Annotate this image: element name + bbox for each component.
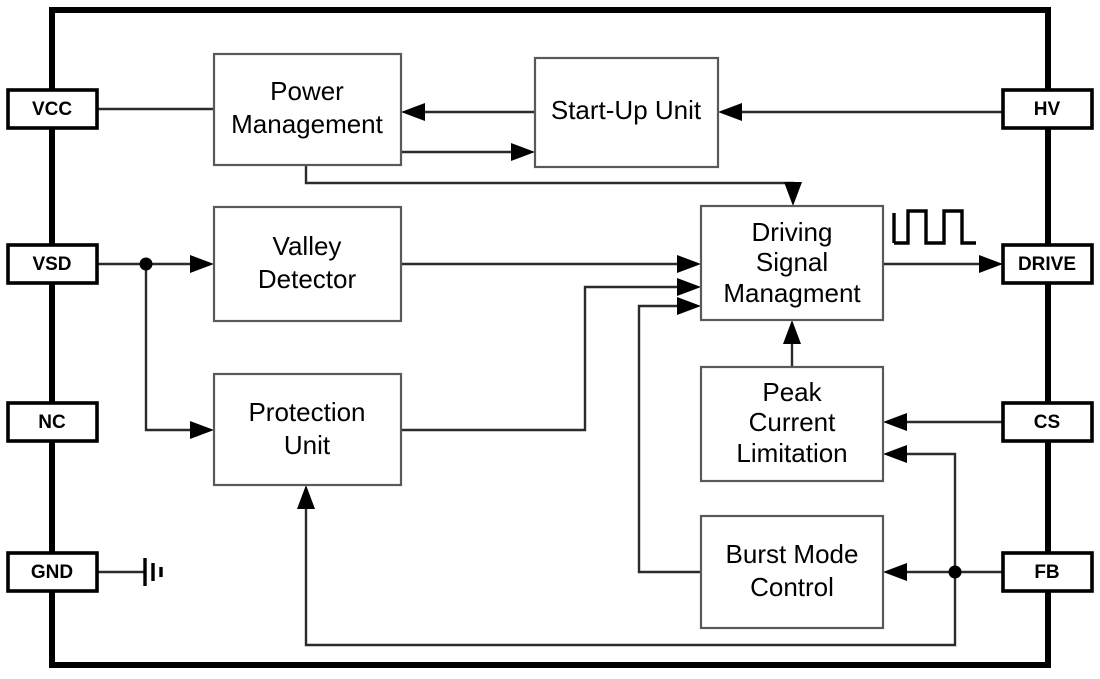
pin-vcc-label: VCC [32,99,72,120]
block-driving-signal-managment-label-line-1: Driving [752,217,833,247]
block-protection-unit-label-line-2: Unit [284,430,331,460]
block-burst-mode-control-label-line-2: Control [750,572,834,602]
block-driving-signal-managment[interactable]: Driving Signal Managment [699,204,885,322]
arrowhead-fb-to-protection-unit [297,485,315,509]
pin-gnd[interactable]: GND [6,551,99,593]
pulse-waveform-icon [894,209,976,245]
block-peak-current-limitation-rect [699,365,885,483]
block-start-up-unit-label: Start-Up Unit [551,95,702,125]
arrowhead-vsd-to-valley-detector [190,255,214,273]
arrowhead-vsd-to-protection-unit [190,421,214,439]
arrowhead-startup-to-power-management [401,103,425,121]
block-start-up-unit-rect [533,56,720,169]
junction-vsd [139,257,153,271]
wire-vsd-to-protection-unit [144,264,193,432]
block-valley-detector-rect [212,205,403,323]
block-valley-detector-label-line-1: Valley [273,231,342,261]
pin-nc-rect [6,401,99,443]
arrowhead-power-management-to-startup [511,143,535,161]
block-peak-current-limitation-label-line-2: Current [749,407,836,437]
pin-fb-rect [1001,551,1094,593]
wire-protection-unit-to-driving [401,285,693,432]
arrowhead-power-management-to-driving [784,182,802,206]
pin-vsd[interactable]: VSD [6,243,99,285]
block-power-management[interactable]: Power Management [212,52,403,167]
arrowhead-cs-to-peak-current [883,413,907,431]
pin-nc-label: NC [38,412,66,433]
arrowhead-protection-unit-to-driving [677,278,701,296]
pin-gnd-label: GND [31,562,73,583]
pin-gnd-rect [6,551,99,593]
pin-fb-label: FB [1034,562,1059,583]
arrowhead-fb-to-peak-current [883,445,907,463]
block-power-management-rect [212,52,403,167]
pin-nc[interactable]: NC [6,401,99,443]
wire-burst-mode-to-driving [637,304,701,574]
arrowhead-burst-mode-to-driving [677,297,701,315]
block-burst-mode-control-label-line-1: Burst Mode [726,539,859,569]
block-protection-unit[interactable]: Protection Unit [212,372,403,487]
pin-drive[interactable]: DRIVE [1001,243,1094,285]
block-burst-mode-control-rect [699,514,885,630]
pin-vcc[interactable]: VCC [6,88,99,130]
arrowhead-driving-to-drive [979,255,1003,273]
pin-cs-rect [1001,401,1094,443]
pin-hv-rect [1001,88,1094,130]
pin-drive-label: DRIVE [1018,254,1076,275]
arrowhead-peak-current-to-driving [783,320,801,344]
ground-symbol [143,558,163,586]
arrowhead-fb-to-burst-mode [883,563,907,581]
block-driving-signal-managment-label-line-2: Signal [756,247,828,277]
arrowhead-hv-to-startup [718,103,742,121]
block-driving-signal-managment-rect [699,204,885,322]
block-power-management-label-line-1: Power [270,76,344,106]
pin-cs[interactable]: CS [1001,401,1094,443]
pin-vsd-rect [6,243,99,285]
pin-vsd-label: VSD [32,254,71,275]
pin-drive-rect [1001,243,1094,285]
pin-cs-label: CS [1034,412,1060,433]
pin-fb[interactable]: FB [1001,551,1094,593]
block-peak-current-limitation-label-line-3: Limitation [736,438,847,468]
block-peak-current-limitation[interactable]: Peak Current Limitation [699,365,885,483]
block-driving-signal-managment-label-line-3: Managment [723,278,861,308]
pin-hv-label: HV [1034,99,1061,120]
wire-fb-to-peak-current [904,452,957,572]
pin-vcc-rect [6,88,99,130]
arrowhead-valley-detector-to-driving [677,255,701,273]
block-protection-unit-rect [212,372,403,487]
block-burst-mode-control[interactable]: Burst Mode Control [699,514,885,630]
block-power-management-label-line-2: Management [231,109,384,139]
junction-fb [948,565,962,579]
block-valley-detector-label-line-2: Detector [258,264,357,294]
block-protection-unit-label-line-1: Protection [248,397,365,427]
pin-hv[interactable]: HV [1001,88,1094,130]
block-start-up-unit[interactable]: Start-Up Unit [533,56,720,169]
block-valley-detector[interactable]: Valley Detector [212,205,403,323]
block-peak-current-limitation-label-line-1: Peak [762,377,822,407]
wire-fb-to-protection-unit [304,506,957,647]
